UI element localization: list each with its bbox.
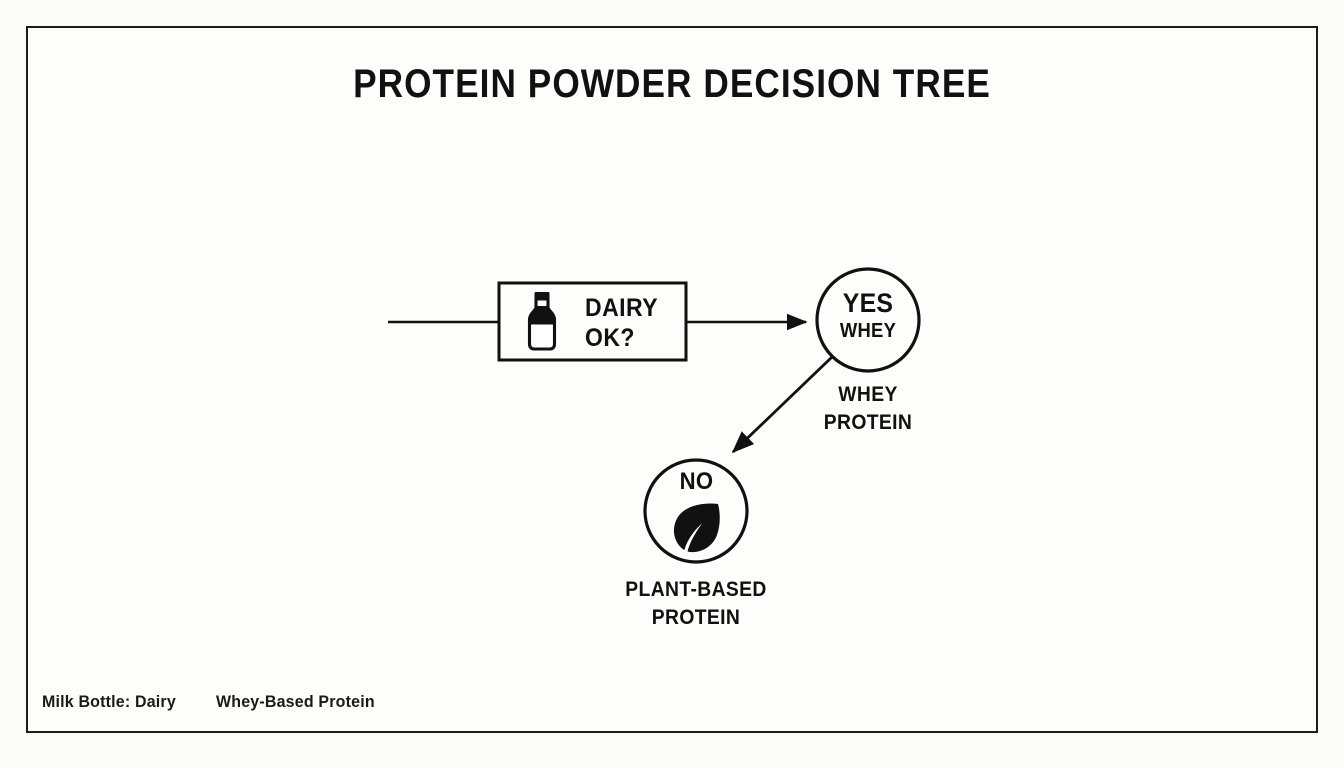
decision-label-line1: DAIRY: [585, 294, 659, 322]
legend-item-whey: Whey-Based Protein: [216, 692, 376, 711]
outcome-caption-plant: PLANT-BASED PROTEIN: [604, 576, 788, 632]
node-yes-primary-label: YES: [842, 288, 894, 318]
legend: Milk Bottle: Dairy Whey-Based Protein: [42, 692, 385, 712]
outcome-caption-whey: WHEY PROTEIN: [776, 381, 960, 437]
legend-item-milk-bottle: Milk Bottle: Dairy: [42, 692, 176, 711]
decision-box-label: DAIRY OK?: [585, 293, 658, 353]
leaf-icon: [673, 503, 720, 553]
decision-label-line2: OK?: [585, 324, 635, 352]
caption-whey-line2: PROTEIN: [823, 411, 913, 434]
node-yes-circle[interactable]: [815, 267, 921, 373]
page-frame: [26, 26, 1318, 733]
milk-bottle-icon: [527, 292, 557, 351]
node-yes-secondary-label: WHEY: [839, 320, 897, 342]
caption-plant-line1: PLANT-BASED: [625, 578, 767, 601]
arrow-yes-to-no: [731, 355, 833, 454]
page-title: PROTEIN POWDER DECISION TREE: [353, 62, 991, 106]
caption-whey-line1: WHEY: [838, 383, 898, 406]
node-no-primary-label: NO: [679, 468, 714, 495]
caption-plant-line2: PROTEIN: [651, 606, 741, 629]
